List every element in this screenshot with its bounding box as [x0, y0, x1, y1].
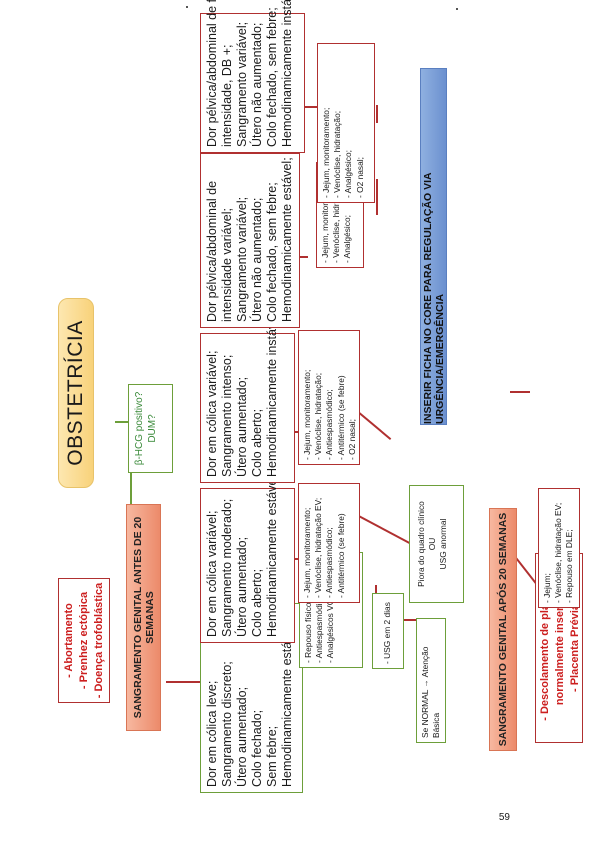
treatment-line: - Venóclise, hidratação;: [313, 372, 324, 460]
case-line: Dor em cólica variável;: [205, 510, 219, 637]
treatment-line: - O2 nasal;: [354, 157, 365, 198]
before-20-causes: - Abortamento - Prenhez ectópica - Doenç…: [58, 578, 110, 703]
connector: [404, 619, 416, 621]
usg-2-days: - USG em 2 dias: [372, 593, 404, 669]
cause-item: - Abortamento: [63, 603, 75, 678]
treatment-line: - O2 nasal;: [346, 419, 357, 460]
case-line: Colo fechado, sem febre;: [265, 182, 279, 322]
connector: [376, 179, 378, 215]
treatment-moderate: - Jejum, monitoramento; - Venóclise, hid…: [298, 483, 360, 603]
page-number: 59: [498, 812, 510, 823]
case-line: Hemodinamicamente instável;: [265, 309, 279, 477]
connector: [510, 391, 530, 393]
treatment-line: - Venóclise, hidratação EV;: [313, 497, 324, 598]
treatment-line: - Antiespasmódico;: [324, 527, 335, 598]
case-ectopic-stable: Dor pélvica/abdominal de intensidade var…: [200, 153, 300, 328]
treatment-ectopic-unstable: - Jejum, monitoramento; - Venóclise, hid…: [317, 43, 375, 203]
case-line: Sangramento moderado;: [220, 498, 234, 637]
case-line: Útero não aumentado;: [250, 22, 264, 147]
treatment-line: - Venóclise, hidratação EV;: [553, 502, 564, 603]
treatment-line: - Antitérmico (se febre): [335, 375, 346, 460]
treatment-line: - Jejum, monitoramento;: [321, 107, 331, 198]
case-intense: Dor em cólica variável; Sangramento inte…: [200, 309, 295, 483]
connector: [357, 411, 391, 440]
treatment-line: - Jejum, monitoramento;: [302, 369, 312, 460]
before-20-header: SANGRAMENTO GENITAL ANTES DE 20 SEMANAS: [126, 504, 161, 731]
cause-item: - Doença trofoblástica: [93, 582, 105, 699]
case-line: Hemodinamicamente estável;: [280, 157, 294, 322]
case-line: Útero não aumentado;: [250, 197, 264, 322]
regulation-bar: INSERIR FICHA NO CORE PARA REGULAÇÃO VIA…: [420, 68, 447, 425]
case-line: Útero aumentado;: [235, 376, 249, 477]
case-line: Útero aumentado;: [235, 536, 249, 637]
page-title: OBSTETRÍCIA: [58, 298, 94, 488]
case-line: Sangramento intenso;: [220, 354, 234, 477]
case-line: Hemodinamicamente instável;: [280, 0, 294, 147]
hcg-question-box: β-HCG positivo? DUM?: [128, 384, 173, 473]
treatment-line: - Antitérmico (se febre): [335, 513, 346, 598]
worse-line: USG anormal: [438, 518, 449, 570]
treatment-line: - Analgésico;: [343, 150, 354, 198]
case-ectopic-unstable: Dor pélvica/abdominal de forte intensida…: [200, 0, 305, 153]
case-line: Dor em cólica variável;: [205, 350, 219, 477]
case-line: Colo aberto;: [250, 408, 264, 477]
case-line: intensidade variável;: [220, 208, 234, 322]
case-moderate: Dor em cólica variável; Sangramento mode…: [200, 472, 295, 643]
case-line: Sangramento variável;: [235, 21, 249, 147]
treatment-after-20: - Jejum; - Venóclise, hidratação EV; - R…: [538, 488, 580, 608]
hcg-question: β-HCG positivo?: [134, 391, 145, 466]
treatment-intense: - Jejum, monitoramento; - Venóclise, hid…: [298, 330, 360, 465]
dum-question: DUM?: [147, 414, 158, 443]
case-line: Hemodinamicamente estável;: [265, 472, 279, 637]
worse-line: OU: [427, 537, 438, 551]
scan-mark: [456, 8, 458, 10]
case-line: Dor pélvica/abdominal de forte: [205, 0, 219, 147]
connector: [166, 681, 201, 683]
connector: [130, 473, 132, 507]
treatment-line: - Venóclise, hidratação;: [332, 110, 343, 198]
normal-basic-care: Se NORMAL → Atenção Básica: [416, 618, 446, 743]
worsening-box: Piora do quadro clínico OU USG anormal: [409, 485, 464, 603]
case-line: Sangramento variável;: [235, 196, 249, 322]
case-line: Colo fechado, sem febre;: [265, 7, 279, 147]
case-line: Colo aberto;: [250, 568, 264, 637]
case-line: Dor pélvica/abdominal de: [205, 180, 219, 322]
connector: [376, 105, 378, 123]
treatment-line: - Antiespasmódico;: [324, 389, 335, 460]
scan-mark: [186, 6, 188, 8]
cause-item: - Prenhez ectópica: [78, 591, 90, 690]
worse-line: Piora do quadro clínico: [416, 501, 426, 587]
after-20-header: SANGRAMENTO GENITAL APÓS 20 SEMANAS: [489, 508, 517, 751]
treatment-line: - Jejum, monitoramento;: [302, 507, 312, 598]
treatment-line: - Repouso em DLE;: [564, 529, 575, 603]
treatment-line: - Jejum;: [542, 573, 552, 603]
case-line: intensidade, DB +;: [220, 44, 234, 148]
